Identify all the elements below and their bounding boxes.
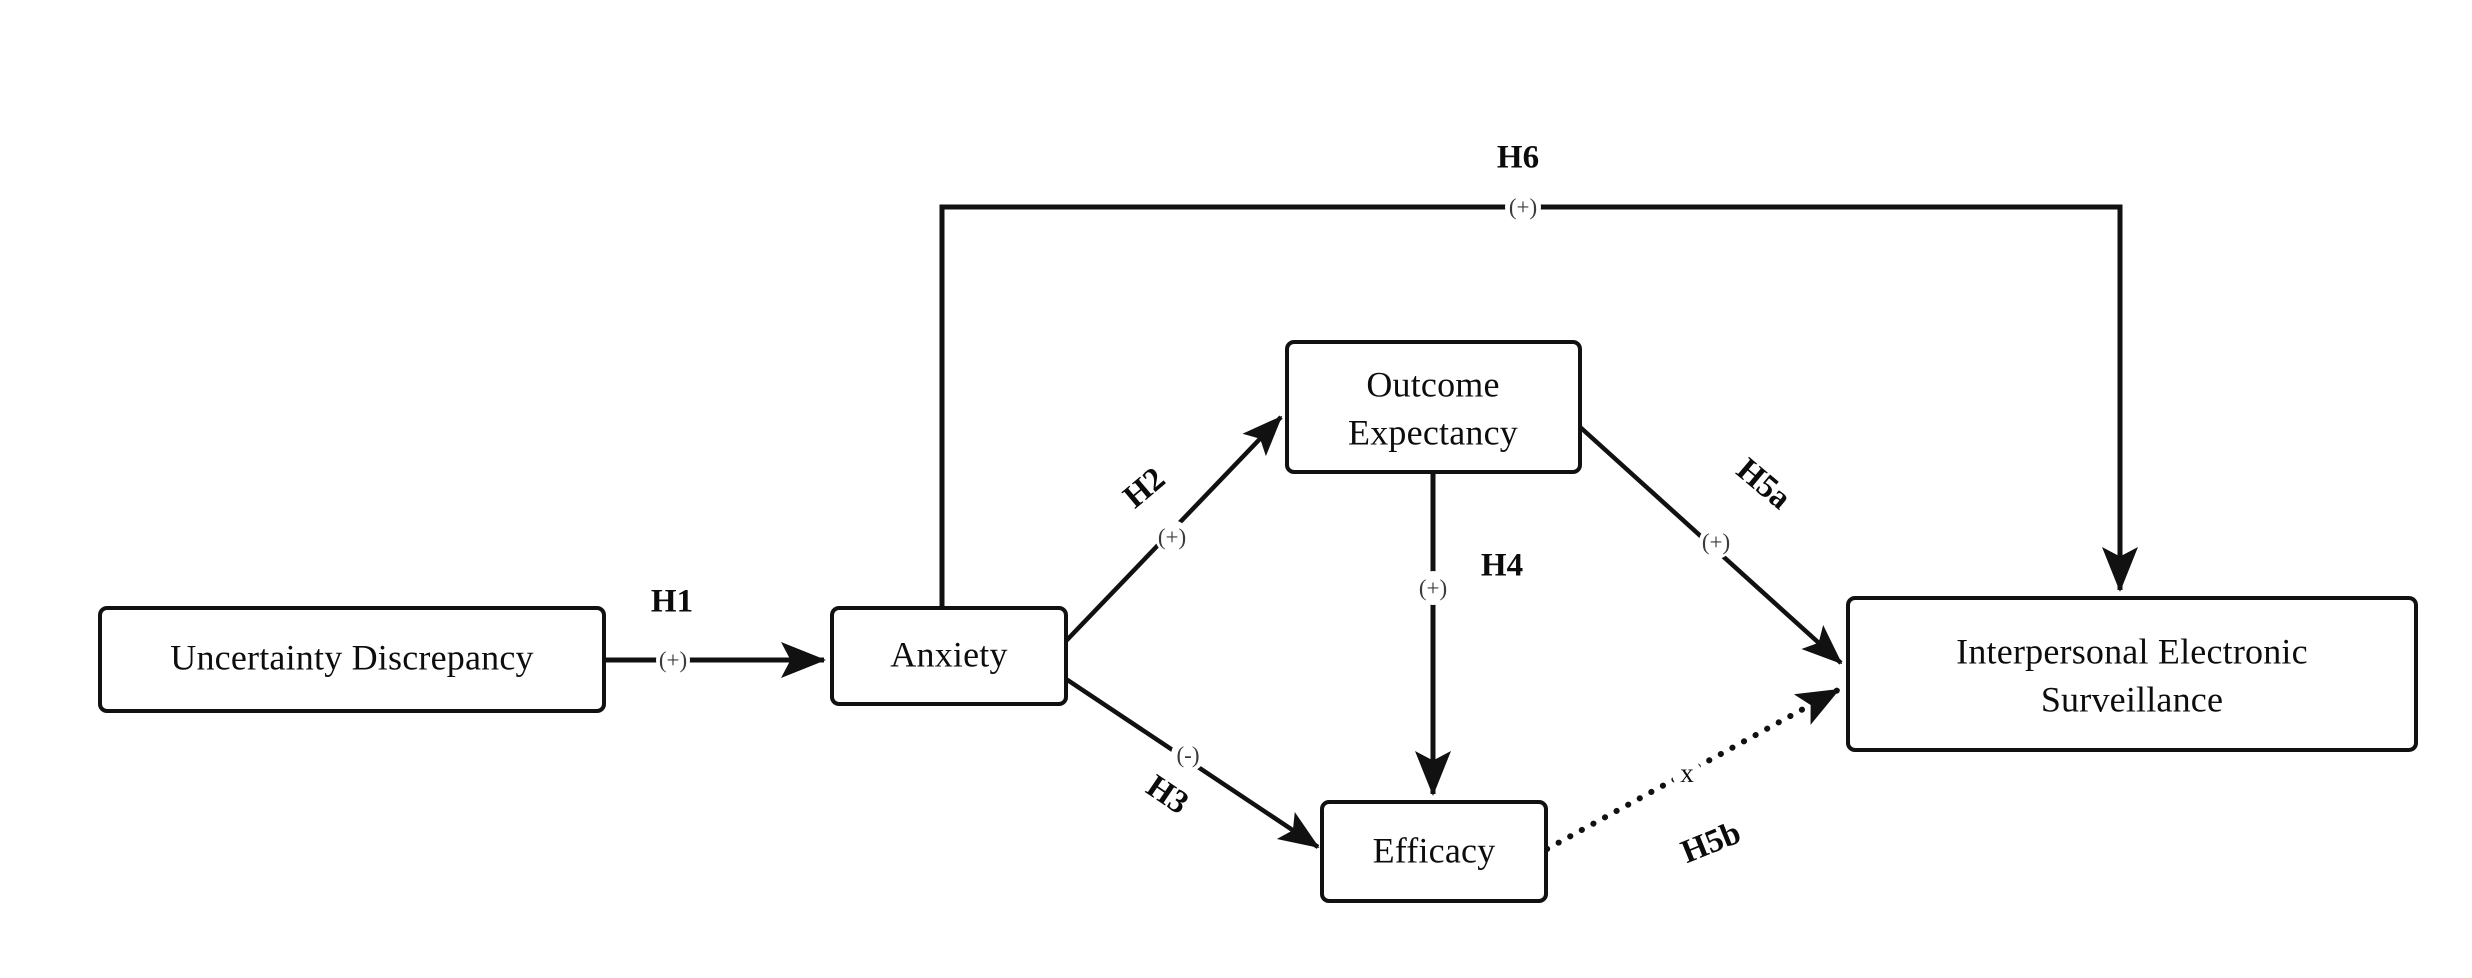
edge-h5a: (+) H5a	[1578, 425, 1843, 665]
node-uncertainty-discrepancy-label: Uncertainty Discrepancy	[170, 637, 533, 677]
edge-h4-sign-bg	[1416, 571, 1450, 605]
edge-h6: (+) H6	[939, 140, 2138, 608]
node-anxiety[interactable]: Anxiety	[830, 606, 1068, 706]
node-outcome-expectancy-box[interactable]	[1285, 340, 1582, 474]
edge-h4-sign: (+)	[1419, 575, 1447, 600]
edge-h5b-path	[1544, 687, 1841, 852]
node-efficacy-box[interactable]	[1320, 800, 1548, 903]
edge-h5b-sign: x	[1680, 758, 1694, 788]
edge-h3: (-) H3	[1064, 677, 1320, 849]
node-ies-label-line1: Interpersonal Electronic	[1956, 631, 2308, 671]
edge-h5a-sign-bg	[1699, 525, 1733, 559]
edge-h6-sign-bg	[1505, 189, 1541, 225]
node-outcome-expectancy-label-line2: Expectancy	[1348, 412, 1518, 452]
edge-h1-sign: (+)	[659, 647, 687, 672]
edge-h5b-label: H5b	[1676, 815, 1746, 871]
edge-h3-sign: (-)	[1177, 742, 1200, 767]
node-interpersonal-electronic-surveillance-box[interactable]	[1846, 596, 2418, 752]
edge-h3-sign-bg	[1171, 738, 1205, 772]
edge-h2-sign: (+)	[1158, 524, 1186, 549]
edge-h4-label: H4	[1481, 548, 1523, 584]
node-anxiety-label: Anxiety	[890, 634, 1007, 674]
edge-h1: (+) H1	[604, 584, 826, 678]
edge-h3-label: H3	[1140, 768, 1195, 821]
edge-h5a-label: H5a	[1730, 451, 1798, 516]
edge-h6-sign: (+)	[1509, 194, 1537, 219]
node-uncertainty-discrepancy[interactable]: Uncertainty Discrepancy	[98, 606, 606, 713]
edge-h5b-sign-bg	[1672, 759, 1702, 789]
edge-h1-label: H1	[651, 584, 693, 620]
edge-h2: (+) H2	[1064, 415, 1283, 643]
node-outcome-expectancy[interactable]: Outcome Expectancy	[1285, 340, 1582, 474]
node-efficacy[interactable]: Efficacy	[1320, 800, 1548, 903]
node-anxiety-box[interactable]	[830, 606, 1068, 706]
node-outcome-expectancy-label-line1: Outcome	[1366, 364, 1499, 404]
edge-h5a-sign: (+)	[1702, 529, 1730, 554]
edge-h6-label: H6	[1497, 140, 1539, 176]
node-uncertainty-discrepancy-box[interactable]	[98, 606, 606, 713]
edge-h1-sign-bg	[656, 643, 690, 677]
edge-h5b: x H5b	[1544, 687, 1841, 871]
node-ies-label-line2: Surveillance	[2041, 679, 2223, 719]
node-efficacy-label: Efficacy	[1373, 830, 1496, 870]
node-interpersonal-electronic-surveillance[interactable]: Interpersonal Electronic Surveillance	[1846, 596, 2418, 752]
edge-h4: (+) H4	[1415, 472, 1523, 796]
edge-h2-label: H2	[1117, 461, 1172, 516]
edge-h2-sign-bg	[1155, 520, 1189, 554]
